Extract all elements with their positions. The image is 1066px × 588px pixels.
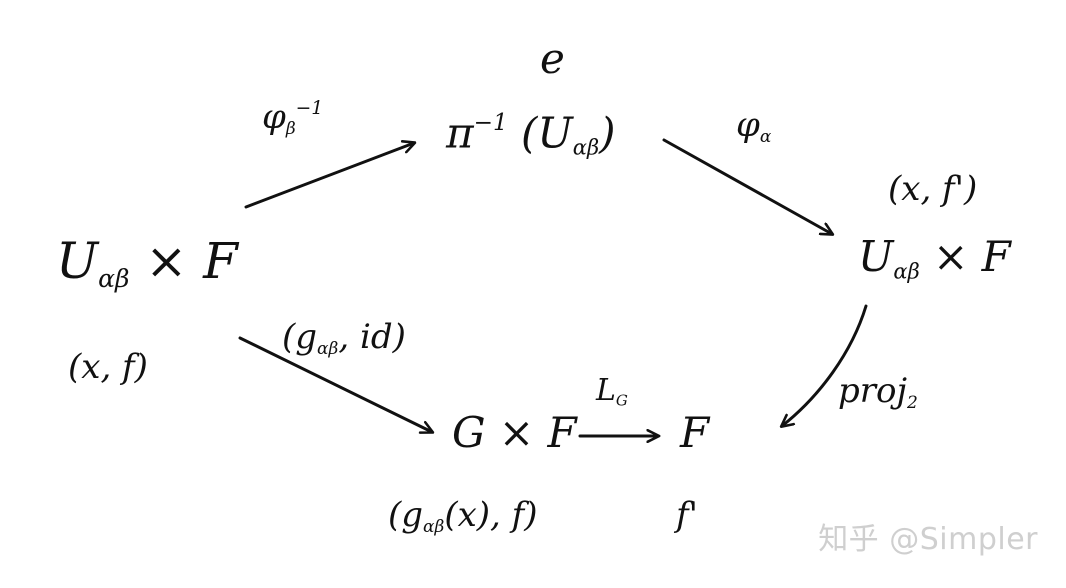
node-right-element: (x, f') bbox=[888, 169, 978, 209]
total-space-label: e bbox=[540, 34, 565, 83]
arrow-phi-alpha bbox=[662, 138, 832, 234]
node-fiber: F bbox=[680, 408, 710, 457]
node-group-element: (gαβ(x), f) bbox=[388, 495, 538, 537]
label-left-multiplication: LG bbox=[596, 373, 628, 410]
label-phi-beta-inverse: φβ−1 bbox=[262, 97, 324, 139]
label-phi-alpha: φα bbox=[736, 105, 772, 147]
node-fiber-element: f' bbox=[676, 495, 698, 535]
arrow-phi-beta-inverse bbox=[244, 143, 414, 209]
arrow-g-id bbox=[238, 336, 432, 432]
node-group-product: G × F bbox=[452, 408, 577, 457]
node-right-product: Uαβ × F bbox=[858, 232, 1011, 284]
watermark: 知乎 @Simpler bbox=[818, 522, 1038, 557]
arrow-proj2 bbox=[782, 304, 868, 426]
label-proj2: proj2 bbox=[838, 371, 918, 413]
label-g-id: (gαβ, id) bbox=[282, 317, 406, 359]
node-preimage: π−1 (Uαβ) bbox=[446, 108, 616, 160]
node-left-element: (x, f) bbox=[68, 347, 148, 387]
node-left-product: Uαβ × F bbox=[56, 232, 238, 293]
